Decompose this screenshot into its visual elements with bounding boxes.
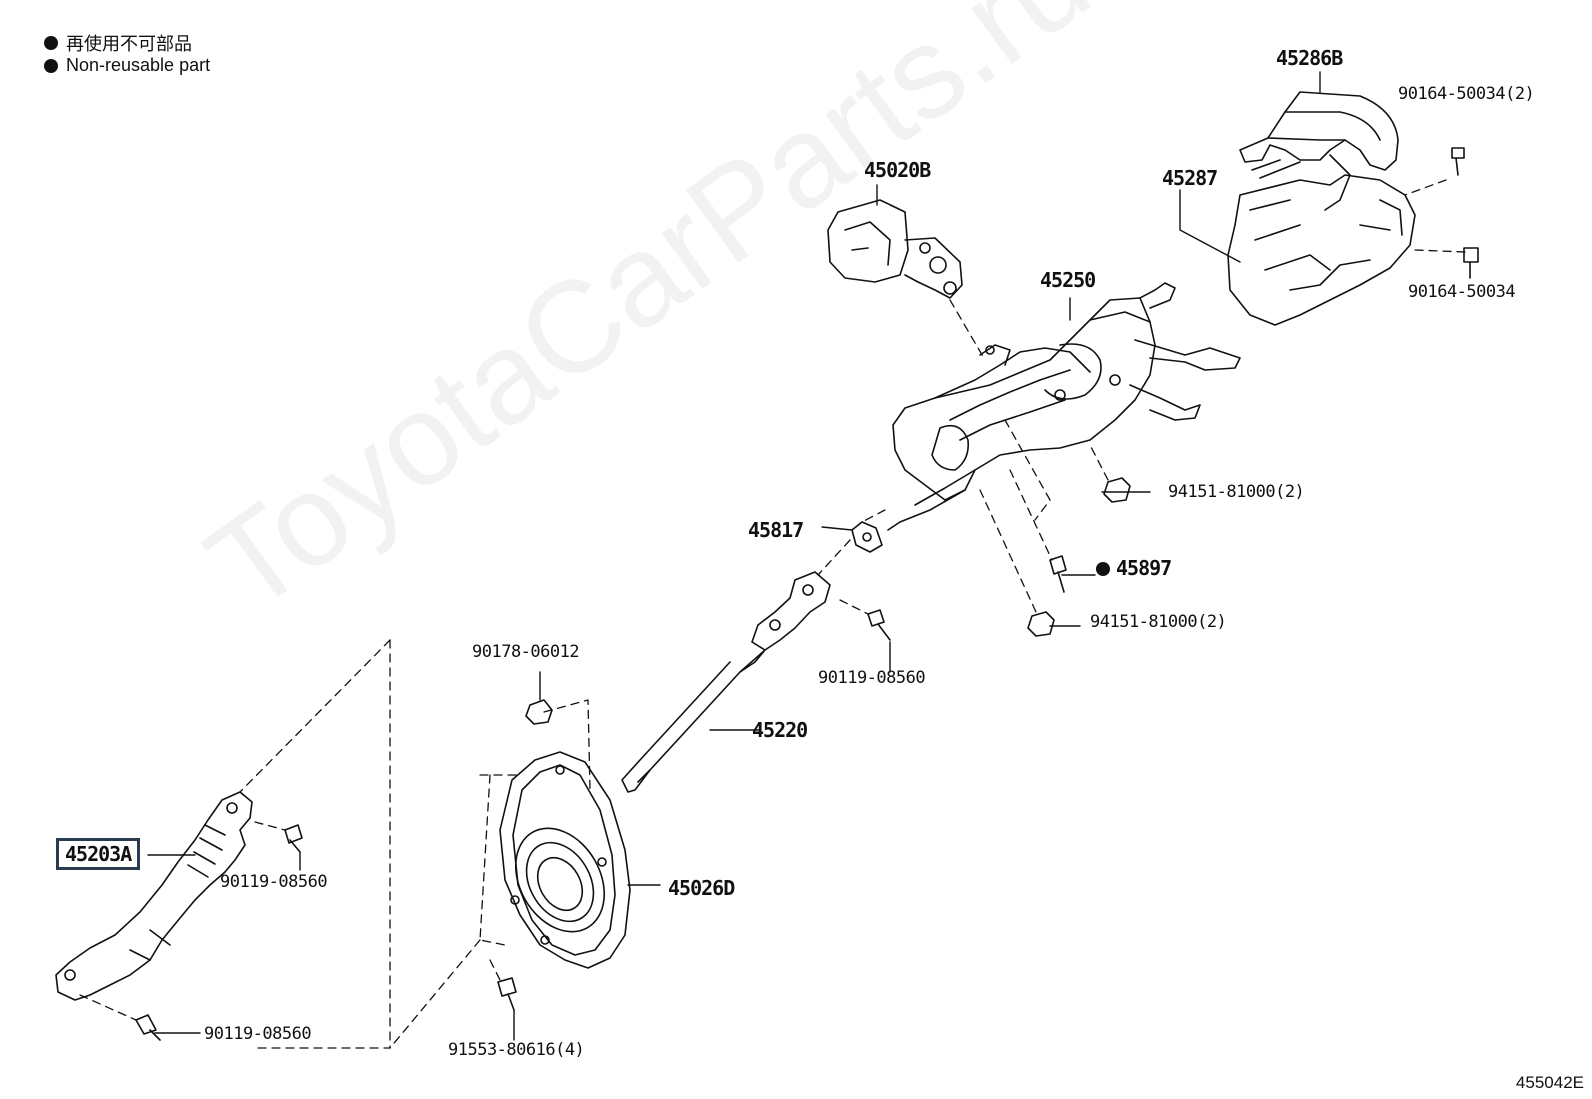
steering-lock-housing-part [828,200,962,298]
label-45220[interactable]: 45220 [752,718,808,742]
label-90178-06012[interactable]: 90178-06012 [472,642,580,662]
label-45897[interactable]: 45897 [1096,556,1172,580]
label-45817[interactable]: 45817 [748,518,804,542]
label-90164-50034-2[interactable]: 90164-50034(2) [1398,84,1535,104]
steering-lower-shaft-part [56,792,252,1000]
non-reusable-dot-icon [44,36,58,50]
non-reusable-dot-icon [44,58,58,73]
label-91553-80616-4[interactable]: 91553-80616(4) [448,1040,585,1060]
steering-column-assembly-part [888,283,1240,530]
legend-text-cn: 再使用不可部品 [66,34,192,54]
steering-column-boot-part [498,752,630,968]
label-90119-08560-mid[interactable]: 90119-08560 [220,872,328,892]
figure-id: 455042E [1515,1073,1584,1092]
fasteners [136,148,1478,1040]
dashed-lines [80,180,1465,1048]
legend-row-en: Non-reusable part [44,55,210,76]
label-45897-text: 45897 [1116,556,1172,580]
label-45287[interactable]: 45287 [1162,166,1218,190]
label-94151-81000-upper[interactable]: 94151-81000(2) [1168,482,1305,502]
label-45203A[interactable]: 45203A [56,838,141,870]
label-45286B[interactable]: 45286B [1276,46,1343,70]
label-94151-81000-lower[interactable]: 94151-81000(2) [1090,612,1227,632]
label-90164-50034[interactable]: 90164-50034 [1408,282,1516,302]
leader-lines [148,72,1320,1040]
label-90119-08560-upper[interactable]: 90119-08560 [818,668,926,688]
label-45020B[interactable]: 45020B [864,158,931,182]
legend-text-en: Non-reusable part [66,55,211,75]
label-45250[interactable]: 45250 [1040,268,1096,292]
non-reusable-dot-icon [1096,562,1110,576]
intermediate-shaft-part [622,572,830,792]
label-45026D[interactable]: 45026D [668,876,735,900]
upper-column-cover-part [1240,92,1398,210]
label-90119-08560-lower[interactable]: 90119-08560 [204,1024,312,1044]
legend-row-cn: 再使用不可部品 [44,30,192,56]
lower-column-cover-part [1228,175,1415,325]
column-hole-cover-part [852,522,882,552]
